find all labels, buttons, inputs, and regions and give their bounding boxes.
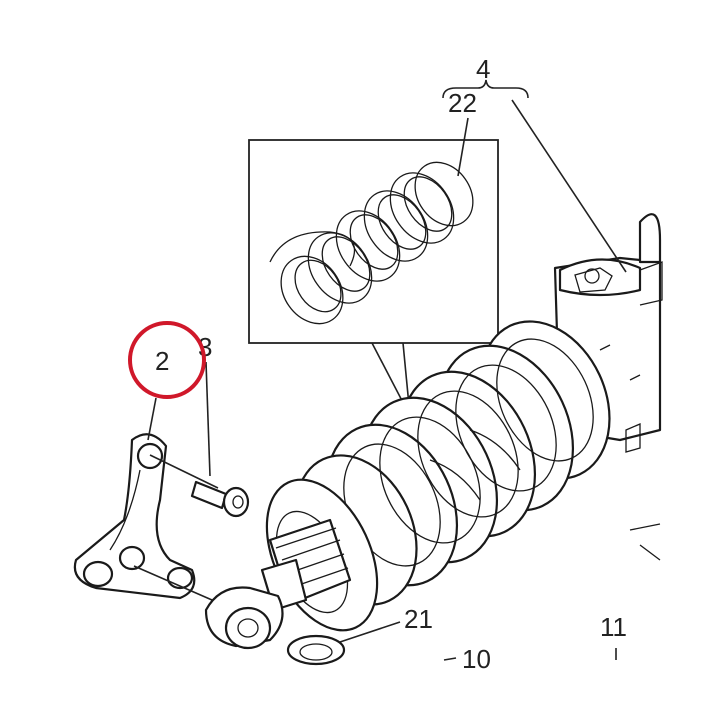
bolt-3 [190,480,250,518]
washer-21 [286,634,346,666]
label-4: 4 [476,54,490,84]
leader-22 [457,117,469,177]
spring-22-drawing [269,161,474,325]
axis-line-eye [133,565,213,601]
leader-3 [205,361,211,477]
highlight-circle [128,321,206,399]
label-11: 11 [600,612,627,642]
group-brace [442,79,529,99]
lower-eye-mount [204,586,284,650]
label-22: 22 [448,88,477,118]
leader-2 [147,397,157,441]
rocker-link-part [73,433,196,600]
label-21: 21 [404,604,433,634]
leader-4 [511,99,627,273]
leader-21 [339,621,401,643]
frame-fragment [629,523,661,561]
label-2: 2 [155,346,169,376]
axis-line-bolt [149,454,219,489]
label-10: 10 [462,644,491,674]
spring-inset-box [248,139,499,344]
leader-10 [443,657,457,661]
